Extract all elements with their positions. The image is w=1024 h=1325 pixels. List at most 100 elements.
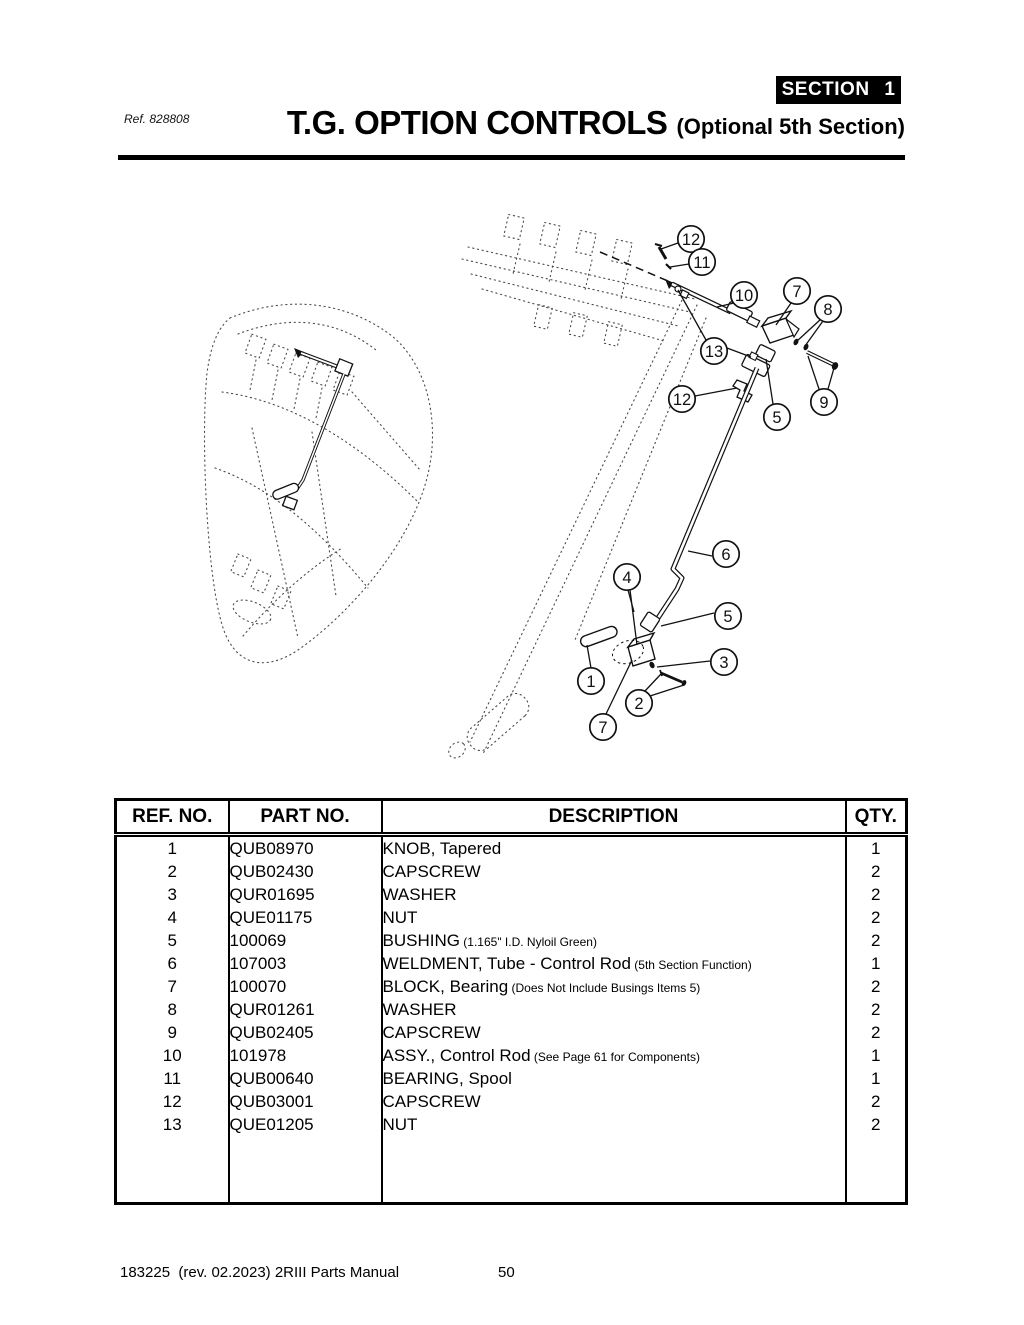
callout-leader-4	[629, 589, 638, 646]
cell-description: BLOCK, Bearing (Does Not Include Busings…	[380, 975, 846, 998]
page-title-main: T.G. OPTION CONTROLS	[286, 104, 668, 141]
callout-balloon-12	[667, 384, 697, 414]
control-rod-installed-left	[272, 348, 354, 511]
callout-leader-8	[804, 320, 824, 347]
cell-ref-no: 10	[162, 1045, 182, 1065]
cell-qty: 1	[844, 1067, 907, 1090]
cell-ref-no: 4	[167, 907, 177, 927]
cell-ref-no: 2	[167, 861, 177, 881]
cell-description: BUSHING (1.165" I.D. Nyloil Green)	[380, 929, 846, 952]
cell-part-no: QUB00640	[227, 1067, 382, 1090]
toolbar-outline-right	[461, 213, 696, 347]
cell-ref-no: 5	[167, 930, 177, 950]
cell-ref-no: 8	[167, 999, 177, 1019]
cell-qty: 2	[844, 906, 907, 929]
cell-description: ASSY., Control Rod (See Page 61 for Comp…	[380, 1044, 846, 1067]
cell-description: WELDMENT, Tube - Control Rod (5th Sectio…	[380, 952, 846, 975]
cell-part-no: 107003	[227, 952, 382, 975]
cell-ref-no: 7	[167, 976, 177, 996]
callout-label-12: 12	[682, 231, 700, 249]
callout-leader-11	[669, 263, 690, 268]
cell-description: WASHER	[380, 883, 846, 906]
cell-ref-no: 13	[162, 1114, 182, 1134]
col-ref-no: REF. NO.	[115, 799, 229, 837]
cell-description: CAPSCREW	[380, 1090, 846, 1113]
cell-qty: 2	[844, 883, 907, 906]
callout-balloon-13	[699, 336, 729, 366]
title-divider	[118, 155, 905, 160]
cell-part-no: QUB02430	[227, 860, 382, 883]
cell-qty: 2	[844, 998, 907, 1021]
page-title: T.G. OPTION CONTROLS (Optional 5th Secti…	[118, 106, 905, 139]
callout-leader-9	[807, 355, 820, 390]
cell-description: CAPSCREW	[380, 1021, 846, 1044]
cell-ref-no: 9	[167, 1022, 177, 1042]
cell-ref-no: 1	[167, 838, 177, 858]
callout-balloon-7	[588, 712, 618, 742]
callout-balloon-1	[576, 666, 606, 696]
cell-description: NUT	[380, 1113, 846, 1136]
callout-leader-12	[660, 242, 679, 250]
callout-balloon-4	[612, 562, 642, 592]
callout-leader-7	[775, 302, 792, 326]
cell-qty: 2	[844, 860, 907, 883]
table-filler-row	[116, 1136, 907, 1204]
callout-leader-9	[827, 367, 835, 390]
callout-balloon-11	[687, 247, 717, 277]
cell-part-no: QUR01261	[227, 998, 382, 1021]
cell-description: NUT	[380, 906, 846, 929]
callout-label-11: 11	[693, 254, 710, 272]
callout-leader-6	[687, 550, 713, 557]
cell-part-no: QUB03001	[227, 1090, 382, 1113]
footer-document-id: 183225 (rev. 02.2023) 2RIII Parts Manual	[120, 1264, 400, 1281]
callout-leader-3	[656, 660, 711, 668]
callout-balloon-12	[676, 224, 706, 254]
implement-outline-left	[203, 303, 434, 664]
cell-part-no: QUE01205	[227, 1113, 382, 1136]
cell-qty: 2	[844, 1021, 907, 1044]
callout-balloon-7	[782, 276, 812, 306]
callout-balloon-5	[762, 402, 792, 432]
cell-description: KNOB, Tapered	[380, 834, 846, 860]
callout-label-10: 10	[735, 287, 753, 305]
cell-part-no: 100069	[227, 929, 382, 952]
control-rod-assembly-exploded	[579, 243, 839, 686]
col-part-no: PART NO.	[227, 799, 382, 837]
table-header-row: REF. NO. PART NO. DESCRIPTION QTY.	[115, 799, 907, 837]
cell-part-no: QUB08970	[227, 834, 382, 860]
callout-leader-5	[765, 358, 774, 405]
callout-label-7: 7	[792, 283, 801, 301]
callout-balloon-2	[624, 688, 654, 718]
callout-leader-2	[649, 684, 685, 697]
cell-part-no: 100070	[227, 975, 382, 998]
callout-label-4: 4	[622, 569, 631, 587]
cell-qty: 2	[844, 1113, 907, 1136]
cell-description: WASHER	[380, 998, 846, 1021]
callout-label-1: 1	[586, 673, 595, 691]
cell-ref-no: 3	[167, 884, 177, 904]
col-qty: QTY.	[844, 799, 907, 837]
cell-description: BEARING, Spool	[380, 1067, 846, 1090]
footer-page-number: 50	[498, 1264, 515, 1281]
lift-arm-outline	[448, 295, 707, 759]
cell-ref-no: 12	[162, 1091, 182, 1111]
callout-label-9: 9	[819, 394, 828, 412]
callout-leader-13	[677, 289, 707, 341]
callout-leader-13	[726, 347, 752, 358]
callout-label-13: 13	[705, 343, 723, 361]
callout-leader-5	[660, 612, 715, 627]
cell-ref-no: 11	[163, 1068, 182, 1088]
callout-balloon-5	[713, 601, 743, 631]
callout-leader-7	[605, 659, 633, 715]
cell-qty: 2	[844, 929, 907, 952]
